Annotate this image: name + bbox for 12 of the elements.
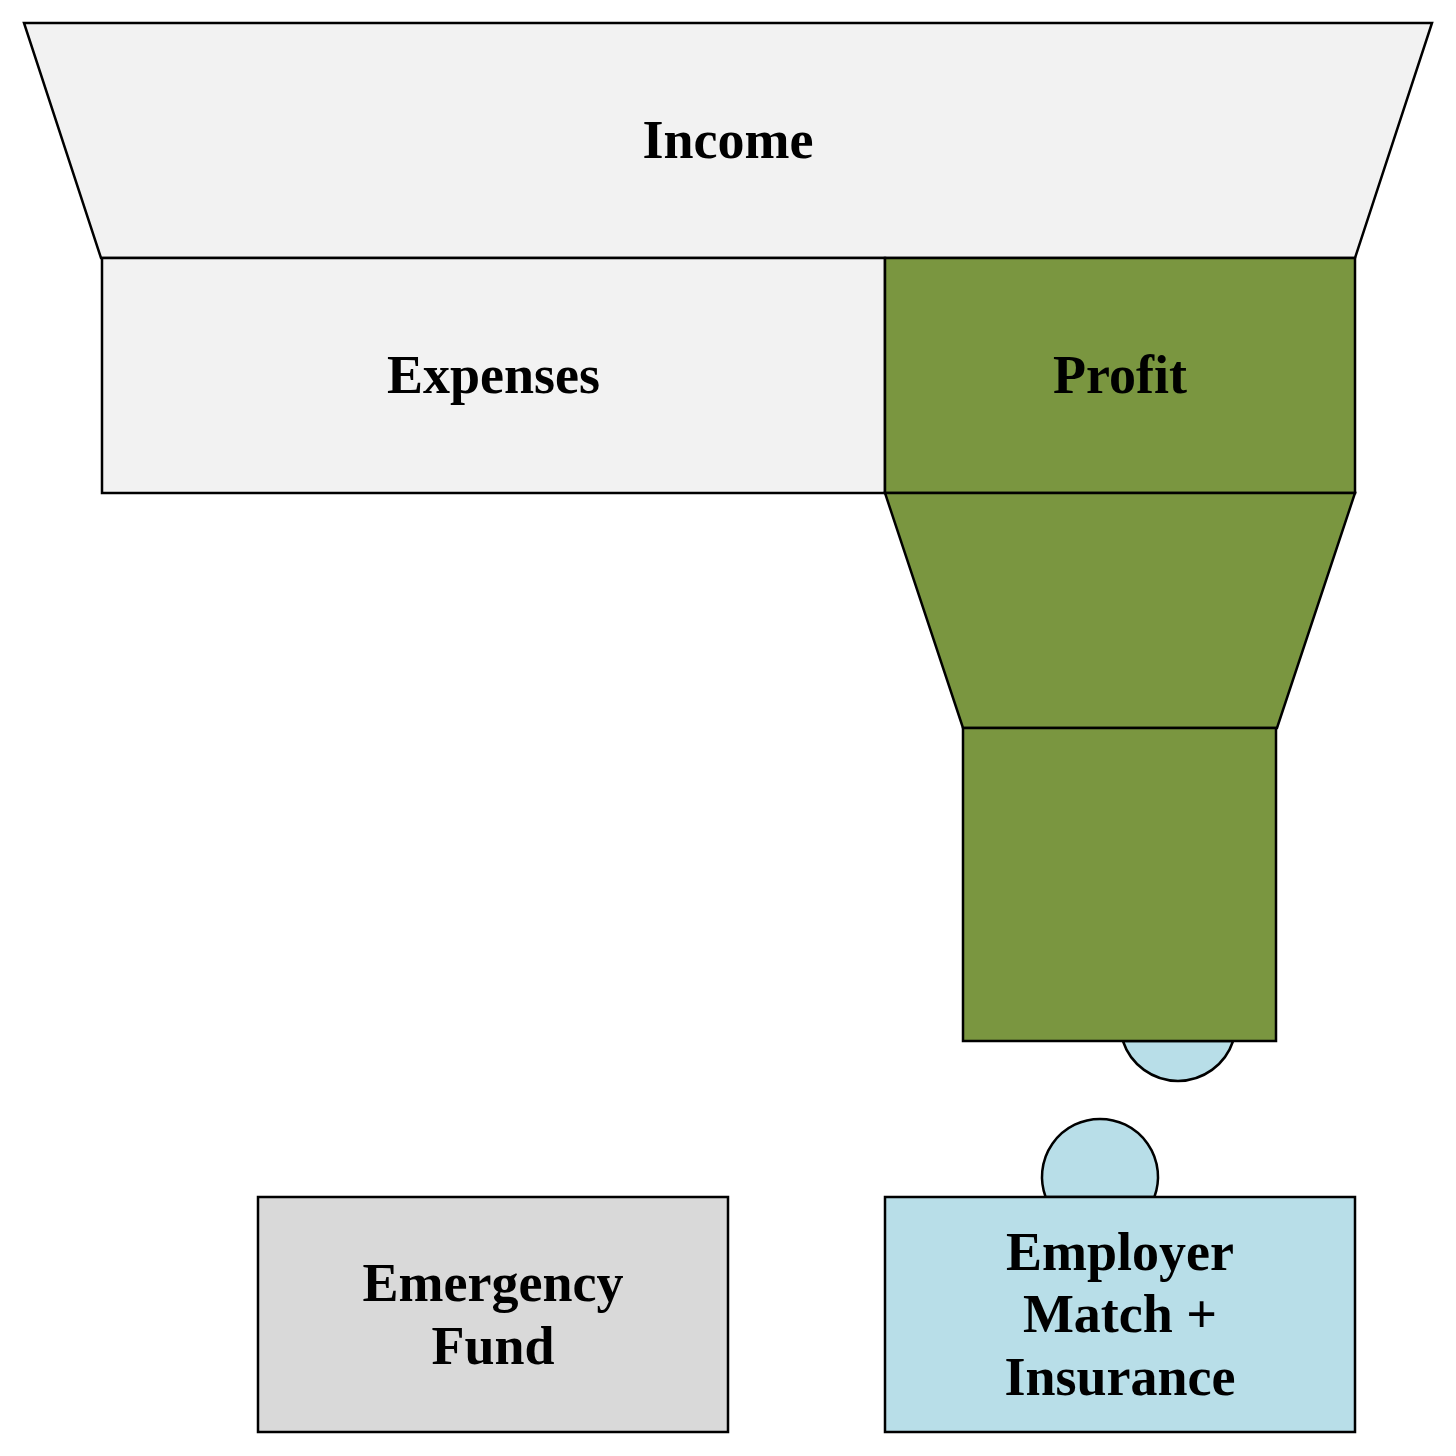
- funnel-narrowing-section: [885, 493, 1355, 728]
- section-label: Emergency Fund: [361, 1252, 625, 1377]
- section-label: Expenses: [386, 344, 600, 407]
- section-label: Income: [642, 109, 814, 172]
- funnel-spout-box: [963, 728, 1276, 1041]
- section-label: Employer Match + Insurance: [1003, 1221, 1237, 1408]
- section-label: Profit: [1053, 344, 1187, 407]
- fund-box: [258, 1197, 728, 1432]
- funnel-top-section: [24, 23, 1432, 258]
- profit-box: [885, 258, 1355, 493]
- expenses-box: [102, 258, 885, 493]
- semicircle-shape: [1120, 1041, 1236, 1081]
